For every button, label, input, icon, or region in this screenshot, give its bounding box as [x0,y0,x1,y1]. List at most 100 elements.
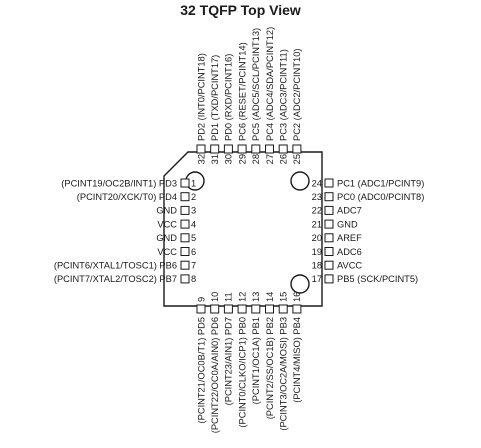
pin-pad-5 [180,233,190,243]
pin-pad-7 [180,260,190,270]
pin-pad-17 [324,274,334,284]
pin-label-23: PC0 (ADC0/PCINT8) [337,192,424,202]
pin-number-15: 15 [279,292,289,302]
pin-pad-13 [251,304,261,314]
pin-label-22: ADC7 [337,206,362,216]
pin-number-25: 25 [292,154,302,164]
pin-pad-25 [292,144,302,154]
pin-number-13: 13 [251,292,261,302]
pin-number-8: 8 [191,274,196,284]
pin-pad-28 [251,144,261,154]
pin-pad-15 [278,304,288,314]
pin-number-16: 16 [292,292,302,302]
pin-number-32: 32 [196,154,206,164]
pin-number-26: 26 [279,154,289,164]
pin-number-3: 3 [191,206,196,216]
pin-label-24: PC1 (ADC1/PCINT9) [337,178,424,188]
pin-pad-12 [237,304,247,314]
pin-label-28: PC5 (ADC5/SCL/PCINT13) [251,28,261,141]
pin-number-5: 5 [191,233,196,243]
pin-number-6: 6 [191,247,196,257]
pin-number-1: 1 [191,178,196,188]
pin-number-10: 10 [210,292,220,302]
pin-number-12: 12 [237,292,247,302]
pin-pad-18 [324,260,334,270]
pin-label-15: (PCINT3/OC2A/MOSI) PB3 [279,317,289,431]
pin-label-10: (PCINT22/OC0A/AIN0) PD6 [210,317,220,433]
pin-number-20: 20 [312,233,322,243]
pin-number-22: 22 [312,206,322,216]
pin-number-28: 28 [251,154,261,164]
pin-label-29: PC6 (RESET/PCINT14) [237,42,247,141]
pin-label-7: (PCINT6/XTAL1/TOSC1) PB6 [54,261,177,271]
pin-pad-29 [237,144,247,154]
pin-label-32: PD2 (INT0/PCINT18) [196,53,206,141]
pin-label-19: ADC6 [337,247,362,257]
pin-pad-3 [180,205,190,215]
pin-label-2: (PCINT20/XCK/T0) PD4 [77,192,177,202]
pin-pad-20 [324,233,334,243]
pin-label-20: AREF [337,233,362,243]
diagram-title: 32 TQFP Top View [180,2,301,18]
pin-label-27: PC4 (ADC4/SDA/PCINT12) [265,27,275,141]
pin-label-21: GND [337,219,358,229]
pin-pad-4 [180,219,190,229]
pin-label-13: (PCINT1/OC1A) PB1 [251,317,261,404]
pin-number-4: 4 [191,219,196,229]
pin-number-2: 2 [191,192,196,202]
pin-pad-22 [324,205,334,215]
pin-pad-21 [324,219,334,229]
pin-pad-10 [210,304,220,314]
pin-label-5: GND [156,233,177,243]
pin-label-30: PD0 (RXD/PCINT16) [224,54,234,141]
mounting-mark-top-right [290,171,310,191]
pin-pad-11 [223,304,233,314]
pin-pad-31 [210,144,220,154]
pin-label-1: (PCINT19/OC2B/INT1) PD3 [61,178,177,188]
pin-label-25: PC2 (ADC2/PCINT10) [292,49,302,141]
pin-number-21: 21 [312,219,322,229]
pin-pad-27 [265,144,274,154]
pin-pad-26 [278,144,288,154]
pin-number-14: 14 [265,292,275,302]
pin-number-23: 23 [312,192,322,202]
pin-label-4: VCC [157,219,177,229]
pin-pad-19 [324,247,334,256]
pin-number-18: 18 [312,261,322,271]
pin-pad-14 [265,304,274,314]
pin-number-29: 29 [237,154,247,164]
pin-pad-8 [180,274,190,284]
pin-number-30: 30 [224,154,234,164]
pin-number-7: 7 [191,261,196,271]
pin-number-24: 24 [312,178,322,188]
pin-pad-23 [324,192,334,202]
mounting-mark-bottom-right [290,274,310,294]
pin-number-19: 19 [312,247,322,257]
pin-label-16: (PCINT4/MISO) PB4 [292,317,302,403]
pin-label-6: VCC [157,247,177,257]
pin-number-31: 31 [210,154,220,164]
pin-label-9: (PCINT21/OC0B/T1) PD5 [196,317,206,423]
pin-label-18: AVCC [337,261,362,271]
pin-label-26: PC3 (ADC3/PCINT11) [279,49,289,141]
pin-pad-2 [180,192,190,202]
pin-pad-6 [180,247,190,256]
pin-pad-9 [196,304,206,314]
pin-pad-24 [324,178,334,188]
pin-label-8: (PCINT7/XTAL2/TOSC2) PB7 [54,274,177,284]
pin-label-14: (PCINT2/SS/OC1B) PB2 [265,317,275,419]
pin-pad-30 [223,144,233,154]
pin-label-3: GND [156,206,177,216]
pin-label-11: (PCINT23/AIN1) PD7 [224,317,234,405]
pin-label-12: (PCINT0/CLKO/ICP1) PB0 [237,317,247,428]
pins-layer: (PCINT19/OC2B/INT1) PD3 1 (PCINT20/XCK/T0)… [54,27,424,433]
pin-pad-32 [196,144,206,154]
pin-pad-16 [292,304,302,314]
pin-number-27: 27 [265,154,275,164]
pin-pad-1 [180,178,190,188]
pin-number-9: 9 [196,297,206,302]
pin-number-11: 11 [224,292,234,302]
pin-number-17: 17 [312,274,322,284]
pin-label-17: PB5 (SCK/PCINT5) [337,274,418,284]
